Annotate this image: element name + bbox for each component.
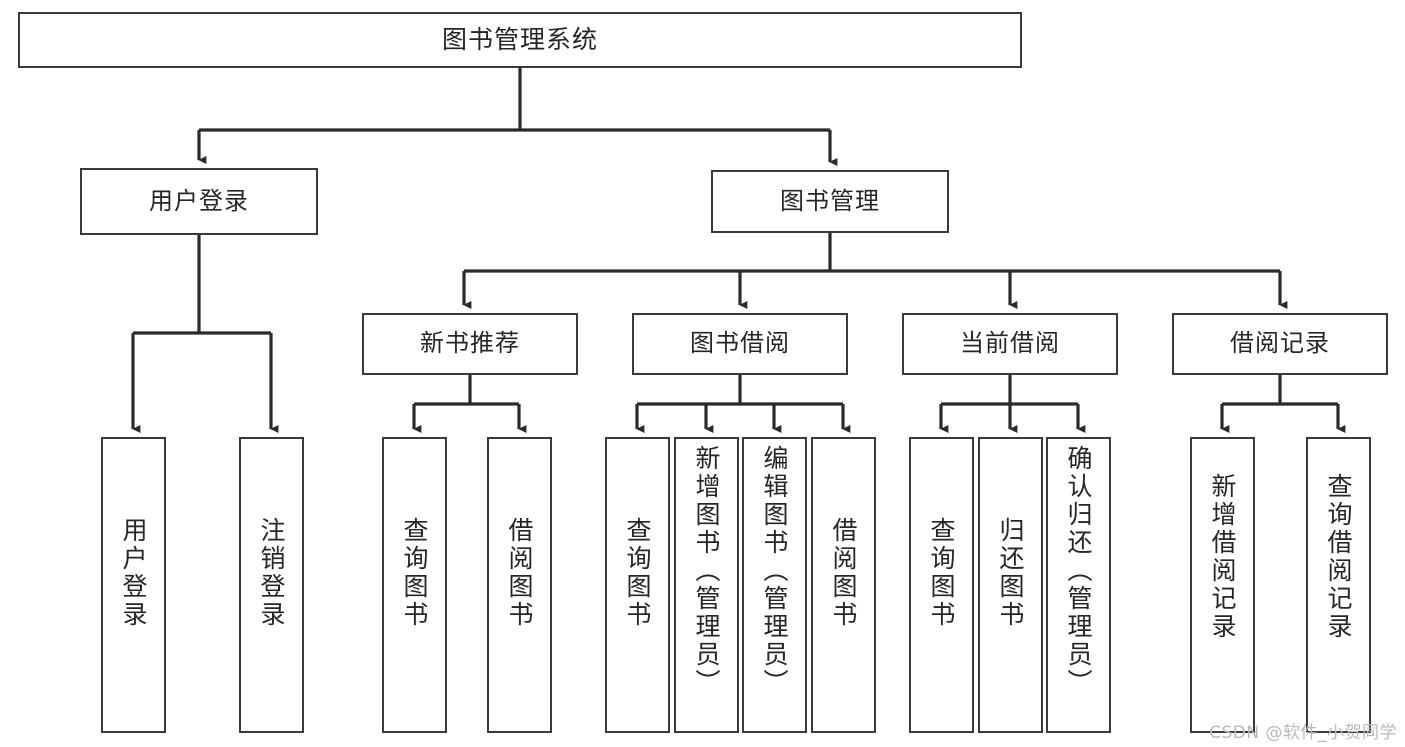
node-new-book-recommend-label: 新书推荐 — [420, 329, 520, 358]
leaf-book-borrow-borrow-book[interactable]: 借阅图书 — [811, 437, 876, 733]
leaf-label: 确认归还（管理员） — [1064, 445, 1093, 697]
leaf-borrow-record-query-record[interactable]: 查询借阅记录 — [1306, 437, 1371, 733]
leaf-borrow-record-add-record[interactable]: 新增借阅记录 — [1190, 437, 1255, 733]
leaf-label: 查询图书 — [623, 517, 652, 629]
node-user-login-label: 用户登录 — [149, 186, 249, 215]
leaf-new-book-query-book[interactable]: 查询图书 — [382, 437, 447, 733]
node-book-management[interactable]: 图书管理 — [711, 170, 949, 233]
leaf-label: 新增图书（管理员） — [692, 445, 721, 697]
leaf-label: 查询图书 — [400, 517, 429, 629]
leaf-user-login-login[interactable]: 用户登录 — [101, 437, 166, 733]
leaf-label: 注销登录 — [257, 517, 286, 629]
leaf-label: 归还图书 — [996, 517, 1025, 629]
node-root-label: 图书管理系统 — [441, 24, 598, 54]
leaf-label: 新增借阅记录 — [1208, 473, 1237, 641]
node-root-book-management-system[interactable]: 图书管理系统 — [18, 12, 1022, 68]
leaf-current-borrow-query-book[interactable]: 查询图书 — [909, 437, 974, 733]
leaf-book-borrow-query-book[interactable]: 查询图书 — [605, 437, 670, 733]
leaf-label: 查询借阅记录 — [1324, 473, 1353, 641]
leaf-label: 借阅图书 — [829, 517, 858, 629]
leaf-label: 用户登录 — [119, 517, 148, 629]
leaf-label: 编辑图书（管理员） — [760, 445, 789, 697]
leaf-book-borrow-edit-book-admin[interactable]: 编辑图书（管理员） — [742, 437, 807, 733]
leaf-label: 借阅图书 — [505, 517, 534, 629]
leaf-new-book-borrow-book[interactable]: 借阅图书 — [487, 437, 552, 733]
leaf-current-borrow-confirm-return-admin[interactable]: 确认归还（管理员） — [1046, 437, 1111, 733]
node-user-login[interactable]: 用户登录 — [80, 168, 318, 235]
leaf-book-borrow-add-book-admin[interactable]: 新增图书（管理员） — [674, 437, 739, 733]
node-book-borrow-label: 图书借阅 — [690, 329, 790, 358]
node-current-borrow-label: 当前借阅 — [960, 329, 1060, 358]
node-book-management-label: 图书管理 — [780, 186, 880, 215]
node-borrow-record[interactable]: 借阅记录 — [1172, 313, 1388, 375]
node-book-borrow[interactable]: 图书借阅 — [632, 313, 848, 375]
leaf-current-borrow-return-book[interactable]: 归还图书 — [978, 437, 1043, 733]
node-borrow-record-label: 借阅记录 — [1230, 329, 1330, 358]
node-current-borrow[interactable]: 当前借阅 — [902, 313, 1118, 375]
leaf-user-login-logout[interactable]: 注销登录 — [239, 437, 304, 733]
csdn-watermark: CSDN @软件_小贺同学 — [1209, 723, 1397, 743]
node-new-book-recommend[interactable]: 新书推荐 — [362, 313, 578, 375]
leaf-label: 查询图书 — [927, 517, 956, 629]
